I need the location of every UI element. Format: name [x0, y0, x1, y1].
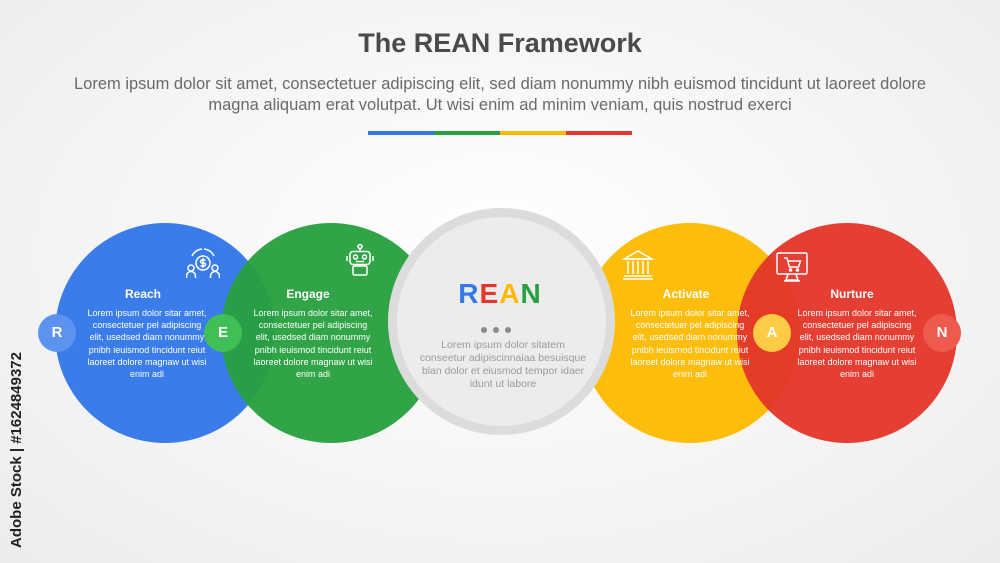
- divider-yellow: [500, 131, 566, 135]
- letter-badge-n: N: [923, 314, 961, 352]
- shopping-cart-monitor-icon: [776, 252, 808, 282]
- stage-title-activate: Activate: [662, 287, 710, 301]
- rean-logo-e: E: [479, 278, 500, 309]
- letter-badge-r: R: [38, 314, 76, 352]
- stage-title-engage: Engage: [286, 287, 330, 301]
- robot-icon: [346, 243, 374, 276]
- letter-badge-a: A: [753, 314, 791, 352]
- stage-text-activate: Lorem ipsum dolor sitar amet, consectetu…: [630, 308, 750, 380]
- stock-credit: Adobe Stock | #1624849372: [8, 352, 25, 548]
- money-exchange-icon: [186, 248, 220, 278]
- divider-green: [434, 131, 500, 135]
- divider-blue: [368, 131, 434, 135]
- rean-logo-a: A: [499, 278, 521, 309]
- ellipsis-dots: [481, 320, 517, 338]
- stage-text-nurture: Lorem ipsum dolor sitar amet, consectetu…: [797, 308, 917, 380]
- page-subtitle: Lorem ipsum dolor sit amet, consectetuer…: [73, 75, 927, 114]
- bank-icon: [621, 250, 655, 280]
- page-title: The REAN Framework: [358, 28, 642, 58]
- rean-logo: REAN: [380, 278, 620, 310]
- center-circle: [388, 208, 615, 435]
- divider-red: [566, 131, 632, 135]
- center-text: Lorem ipsum dolor sitatem conseetur adip…: [419, 339, 587, 390]
- stage-text-engage: Lorem ipsum dolor sitar amet, consectetu…: [253, 308, 373, 380]
- rean-logo-r: R: [458, 278, 480, 309]
- stage-text-reach: Lorem ipsum dolor sitar amet, consectetu…: [87, 308, 207, 380]
- rean-logo-n: N: [520, 278, 542, 309]
- stage-title-reach: Reach: [124, 287, 162, 301]
- stage-title-nurture: Nurture: [830, 287, 874, 301]
- letter-badge-e: E: [204, 314, 242, 352]
